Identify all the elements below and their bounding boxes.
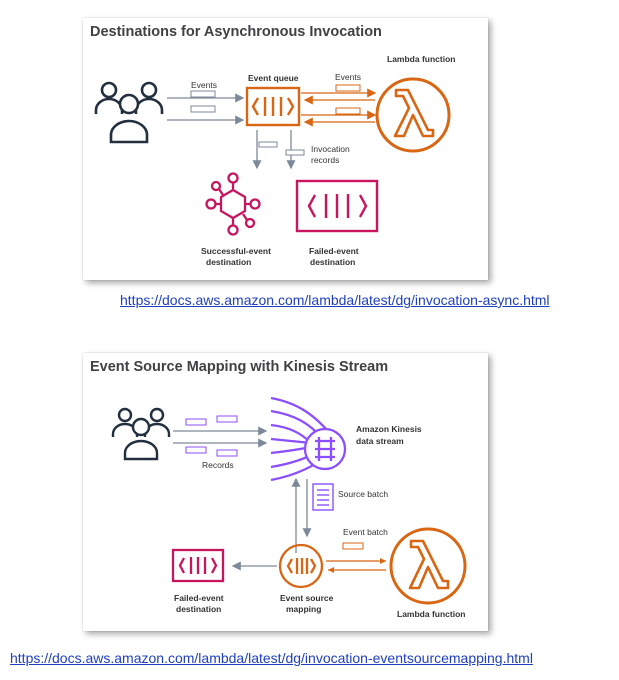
esm-label-1: Event source xyxy=(280,593,334,603)
users-icon xyxy=(94,81,164,144)
kinesis-label-2: data stream xyxy=(356,436,404,446)
async-diagram-title: Destinations for Asynchronous Invocation xyxy=(90,24,382,40)
failed-queue-icon xyxy=(295,179,379,233)
lambda-icon xyxy=(389,527,467,605)
lambda-function-label: Lambda function xyxy=(387,54,455,64)
event-bridge-icon xyxy=(205,172,261,236)
queue-icon xyxy=(245,86,301,127)
failed-dest-label-1: Failed-event xyxy=(174,593,224,603)
failed-queue-icon xyxy=(171,548,225,583)
users-icon xyxy=(111,407,171,461)
esm-diagram-title: Event Source Mapping with Kinesis Stream xyxy=(90,359,389,375)
lambda-icon xyxy=(375,77,451,153)
event-batch-label: Event batch xyxy=(343,527,388,537)
failed-dest-label-2: destination xyxy=(176,604,221,614)
esm-label-2: mapping xyxy=(286,604,321,614)
failed-dest-label-2: destination xyxy=(310,257,355,267)
event-source-mapping-diagram: Records Amazon Kinesis data stream xyxy=(83,353,488,631)
source-batch-label: Source batch xyxy=(338,489,388,499)
kinesis-icon xyxy=(270,396,347,482)
document-icon xyxy=(312,483,334,511)
invocation-records-label-2: records xyxy=(311,155,339,165)
invocation-records-label-1: Invocation xyxy=(311,144,350,154)
events-in-label: Events xyxy=(191,80,217,90)
async-invocation-diagram: Events Event queue Events Lambda functio… xyxy=(83,18,488,280)
lambda-function-label-2: Lambda function xyxy=(397,609,465,619)
records-label: Records xyxy=(202,460,234,470)
kinesis-label-1: Amazon Kinesis xyxy=(356,424,422,434)
event-source-mapping-icon xyxy=(278,543,324,589)
event-queue-label: Event queue xyxy=(248,73,299,83)
async-invocation-link[interactable]: https://docs.aws.amazon.com/lambda/lates… xyxy=(120,292,550,308)
failed-dest-label-1: Failed-event xyxy=(309,246,359,256)
success-dest-label-2: destination xyxy=(206,257,251,267)
esm-link[interactable]: https://docs.aws.amazon.com/lambda/lates… xyxy=(10,650,533,666)
success-dest-label-1: Successful-event xyxy=(201,246,271,256)
events-out-label: Events xyxy=(335,72,361,82)
